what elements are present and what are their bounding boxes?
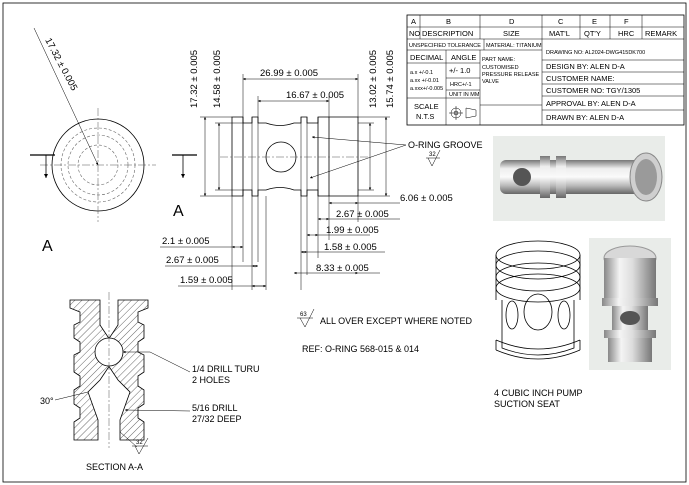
- dim-l1: 2.1 ± 0.005: [162, 236, 209, 247]
- svg-text:63: 63: [300, 312, 307, 318]
- tb-drawn-by: DRAWN BY: ALEN D-A: [546, 113, 624, 122]
- oring-groove-label: O-RING GROOVE: [408, 140, 483, 150]
- part-photo-top: [493, 136, 665, 221]
- dim-r3: 1.99 ± 0.005: [326, 225, 379, 236]
- tb-customer-name: CUSTOMER NAME:: [546, 74, 615, 83]
- dim-r1: 6.06 ± 0.005: [400, 193, 453, 204]
- svg-text:32: 32: [136, 440, 143, 446]
- section-finish-symbol: 32: [132, 437, 149, 455]
- tb-scale: SCALE: [414, 102, 439, 111]
- oring-leader-2: [311, 135, 407, 146]
- tb-col-letter-a: A: [411, 17, 416, 26]
- tb-col-letter-b: B: [446, 17, 451, 26]
- tb-hrc-tol: HRC+/-1: [450, 82, 472, 88]
- tb-material: MATERIAL: TITANIUM: [486, 43, 542, 49]
- tb-design-by: DESIGN BY: ALEN D-A: [546, 62, 625, 71]
- end-view: A A 17.32 ± 0.005: [30, 27, 197, 255]
- section-angle: 30°: [40, 396, 54, 406]
- tb-col-letter-f: F: [624, 17, 629, 26]
- tb-nts: N.T.S: [416, 112, 434, 121]
- svg-text:32: 32: [429, 152, 436, 158]
- section-drill2-leader: [124, 408, 191, 412]
- dim-r2: 2.67 ± 0.005: [336, 209, 389, 220]
- tb-customer-no: CUSTOMER NO: TGY/1305: [546, 86, 640, 95]
- section-drill2-a: 5/16 DRILL: [192, 403, 238, 413]
- isometric-view: 4 CUBIC INCH PUMP SUCTION SEAT: [494, 240, 583, 409]
- tb-header-size: SIZE: [503, 29, 520, 38]
- dia-leader: [33, 27, 99, 166]
- tb-part-name-1: CUSTOMISED: [482, 65, 519, 71]
- tb-tol-1: a.x +/-0.1: [410, 70, 433, 76]
- surface-finish-symbol-63: 63: [297, 308, 315, 328]
- iso-caption-2: SUCTION SEAT: [494, 399, 560, 409]
- tb-angle-tol: +/- 1.0: [449, 66, 470, 75]
- general-notes: 63 ALL OVER EXCEPT WHERE NOTED REF: O-RI…: [297, 308, 473, 354]
- tb-drawing-no: DRAWING NO: AL2024-DWG415DK700: [546, 50, 645, 56]
- title-block: A B D C E F NO DESCRIPTION SIZE MAT'L QT…: [406, 14, 685, 126]
- oring-leader-1: [309, 144, 407, 179]
- surface-finish-symbol-32: 32: [426, 149, 441, 167]
- section-drill1-b: 2 HOLES: [192, 375, 230, 385]
- section-title: SECTION A-A: [86, 462, 143, 472]
- dim-l3: 1.59 ± 0.005: [180, 275, 233, 286]
- side-view-body: [231, 116, 359, 197]
- section-angle-line: [54, 391, 89, 401]
- dim-r4: 1.58 ± 0.005: [324, 242, 377, 253]
- section-aa: 30° 1/4 DRILL TURU 2 HOLES 5/16 DRILL 27…: [40, 292, 260, 472]
- tb-part-name-3: VALVE: [482, 79, 499, 85]
- end-view-dia-dim: 17.32 ± 0.005: [42, 36, 79, 92]
- tb-tol-3: a.xxx+/-0.005: [410, 86, 443, 92]
- dim-l2: 2.67 ± 0.005: [166, 255, 219, 266]
- dim-v2: 14.58 ± 0.005: [212, 50, 223, 108]
- tb-unit: UNIT IN MM: [449, 92, 480, 98]
- tb-col-letter-c: C: [558, 17, 564, 26]
- tb-tol-2: a.xx +/-0.01: [410, 78, 439, 84]
- section-drill1-leader: [149, 351, 191, 373]
- section-drill2-b: 27/32 DEEP: [192, 414, 242, 424]
- dim-h2: 16.67 ± 0.005: [286, 90, 344, 101]
- section-body-left: [69, 299, 113, 441]
- main-side-view: 17.32 ± 0.005 14.58 ± 0.005 13.02 ± 0.00…: [160, 50, 483, 290]
- dim-v1: 17.32 ± 0.005: [189, 50, 200, 108]
- section-drill1-a: 1/4 DRILL TURU: [192, 364, 260, 374]
- tb-col-letter-d: D: [509, 17, 515, 26]
- tb-part-name-2: PRESSURE RELEASE: [482, 72, 539, 78]
- tb-angle: ANGLE: [451, 53, 476, 62]
- dim-r5: 8.33 ± 0.005: [316, 263, 369, 274]
- note-all-over: ALL OVER EXCEPT WHERE NOTED: [320, 316, 473, 326]
- part-photo-bottom: [589, 238, 671, 370]
- tb-part-name-label: PART NAME:: [482, 57, 515, 63]
- projection-symbol-icon: [449, 106, 477, 120]
- iso-caption-1: 4 CUBIC INCH PUMP: [494, 388, 583, 398]
- tb-header-no: NO: [409, 29, 420, 38]
- section-body-right: [105, 299, 149, 441]
- dim-h1: 26.99 ± 0.005: [260, 68, 318, 79]
- tb-header-matl: MAT'L: [549, 29, 570, 38]
- dim-v3: 13.02 ± 0.005: [368, 50, 379, 108]
- tb-col-letter-e: E: [592, 17, 597, 26]
- tb-decimal: DECIMAL: [410, 53, 443, 62]
- tb-unspecified-tolerance: UNSPECIFIED TOLERANCE: [409, 43, 481, 49]
- tb-approval-by: APPROVAL BY: ALEN D-A: [546, 99, 636, 108]
- view-label-a-left: A: [42, 238, 53, 255]
- section-finish-leader: [119, 431, 138, 448]
- tb-header-qty: QT'Y: [584, 29, 601, 38]
- tb-header-description: DESCRIPTION: [422, 29, 473, 38]
- tb-header-hrc: HRC: [618, 29, 635, 38]
- dim-v4: 15.74 ± 0.005: [385, 50, 396, 108]
- note-ref: REF: O-RING 568-015 & 014: [302, 344, 419, 354]
- view-label-a-right: A: [173, 203, 184, 220]
- tb-header-remark: REMARK: [645, 29, 677, 38]
